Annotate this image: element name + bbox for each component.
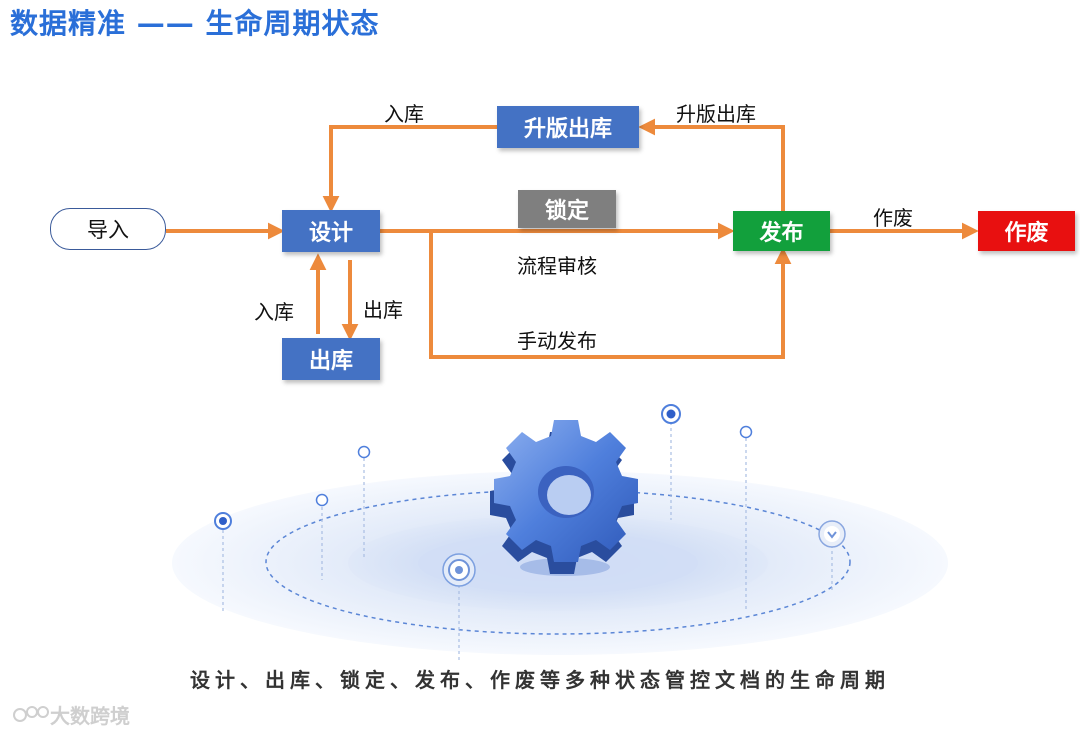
publish-node: 发布 — [733, 211, 830, 251]
checkout-node: 出库 — [282, 338, 380, 380]
arrow-checkin-top — [322, 125, 498, 213]
obsolete-node: 作废 — [978, 211, 1075, 251]
watermark: 大数跨境 — [12, 700, 130, 729]
pin-icon — [661, 404, 681, 424]
edge-label-checkout-right: 出库 — [363, 298, 403, 322]
edge-label-obsolete: 作废 — [873, 206, 913, 230]
heart-icon — [818, 520, 846, 548]
edge-label-review: 流程审核 — [517, 254, 597, 278]
edge-label-checkin-left: 入库 — [254, 300, 294, 324]
gear-icon — [490, 420, 638, 574]
target-icon — [442, 553, 476, 587]
pin-icon — [214, 512, 232, 530]
arrow-manual-publish — [429, 231, 792, 359]
design-node: 设计 — [282, 210, 380, 252]
illustration — [172, 404, 948, 660]
edge-label-checkin-top: 入库 — [384, 102, 424, 126]
edge-label-upgrade-top: 升版出库 — [676, 102, 756, 126]
page-title: 数据精准 —— 生命周期状态 — [10, 7, 380, 40]
watermark-logo-icon — [13, 705, 49, 722]
lock-node: 锁定 — [518, 190, 616, 228]
arrow-upgrade-top — [638, 118, 785, 212]
upgrade-checkout-node: 升版出库 — [497, 106, 639, 148]
edge-label-manual-publish: 手动发布 — [517, 329, 597, 353]
import-node: 导入 — [50, 208, 166, 250]
caption: 设计、出库、锁定、发布、作废等多种状态管控文档的生命周期 — [190, 668, 890, 692]
watermark-text: 大数跨境 — [50, 704, 130, 728]
